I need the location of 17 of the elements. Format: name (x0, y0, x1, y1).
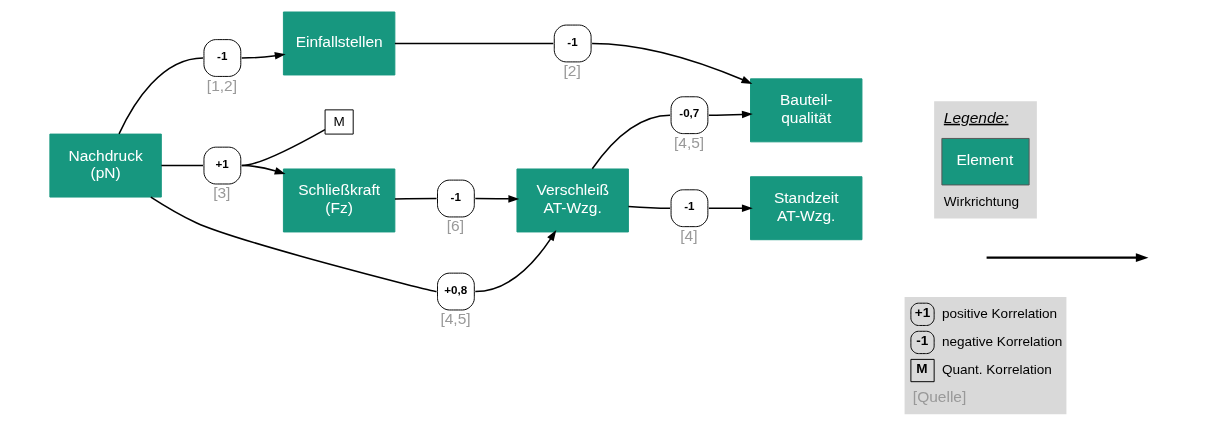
label: [Quelle] (912, 387, 966, 405)
legend-label: Wirkrichtung (943, 193, 1019, 209)
label: -1 (915, 333, 928, 349)
label: +1 (914, 304, 930, 320)
node-label: [4] (679, 226, 697, 244)
legend-label: Quant. Korrelation (941, 362, 1052, 378)
node-label: [1,2] (206, 76, 237, 94)
legend-label: positive Korrelation (941, 305, 1057, 321)
node-label: [4,5] (673, 133, 704, 151)
node-label: [4,5] (439, 310, 471, 328)
legend-label: negative Korrelation (941, 334, 1062, 350)
node-label: [6] (446, 217, 464, 235)
node-label: [3] (212, 184, 230, 202)
label: M (915, 361, 928, 377)
label: Legende: (943, 108, 1008, 126)
legend-label: Element (955, 151, 1013, 169)
node-label: [2] (562, 62, 581, 80)
